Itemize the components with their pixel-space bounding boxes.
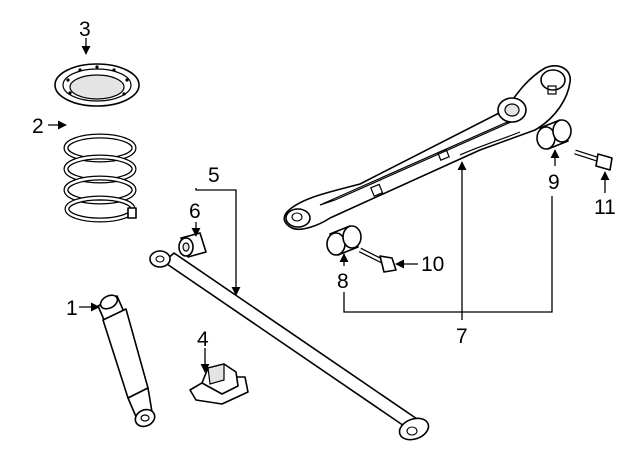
front-bushing	[326, 225, 362, 256]
callout-8: 8	[337, 270, 349, 293]
trailing-arm	[283, 65, 571, 231]
bump-stopper	[189, 363, 249, 405]
callout-2: 2	[32, 115, 44, 138]
callout-labels: 3 2 1 4 5 6 7 8 9 10 11	[32, 18, 616, 351]
callout-4: 4	[197, 328, 209, 351]
callout-5: 5	[208, 164, 220, 187]
callout-6: 6	[189, 200, 201, 223]
rear-bolt	[574, 149, 613, 171]
shock-absorber	[97, 294, 156, 428]
callout-11: 11	[594, 196, 616, 219]
front-bolt	[358, 247, 397, 273]
lateral-control-rod	[149, 250, 430, 441]
leader-7-bracket	[343, 196, 553, 313]
lateral-rod-bushing	[178, 232, 207, 258]
callout-3: 3	[79, 18, 91, 41]
rear-bushing	[536, 119, 572, 150]
callout-1: 1	[66, 297, 78, 320]
leader-lines	[48, 38, 610, 373]
spring-insulator	[54, 63, 140, 107]
callout-9: 9	[548, 171, 560, 194]
callout-10: 10	[421, 253, 444, 276]
coil-spring	[63, 113, 137, 223]
callout-7: 7	[456, 325, 468, 348]
leader-5	[195, 188, 241, 296]
